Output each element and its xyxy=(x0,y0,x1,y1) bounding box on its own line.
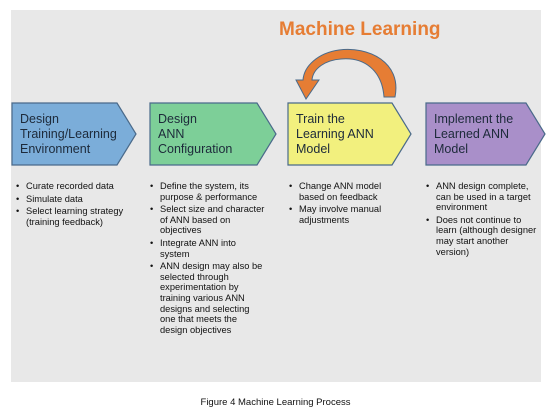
step-1-label: Design Training/Learning Environment xyxy=(20,112,117,156)
step-shape-1 xyxy=(11,102,137,166)
step-3-label: Train the Learning ANN Model xyxy=(296,112,374,156)
bullet-item: Integrate ANN into system xyxy=(148,238,266,259)
figure-caption: Figure 4 Machine Learning Process xyxy=(200,397,351,408)
loop-arrow-shape xyxy=(295,48,397,100)
step-shape-2 xyxy=(149,102,277,166)
step-2-label: Design ANN Configuration xyxy=(158,112,233,156)
bullet-item: Select size and character of ANN based o… xyxy=(148,204,266,236)
step-shape-4 xyxy=(425,102,546,166)
bullet-item: ANN design complete, can be used in a ta… xyxy=(424,181,542,213)
step-2-bullets: Define the system, its purpose & perform… xyxy=(148,181,266,337)
bullet-item: Simulate data xyxy=(14,194,126,205)
bullet-item: May involve manual adjustments xyxy=(287,204,405,225)
bullet-item: Change ANN model based on feedback xyxy=(287,181,405,202)
bullet-item: Define the system, its purpose & perform… xyxy=(148,181,266,202)
step-1-bullets: Curate recorded data Simulate data Selec… xyxy=(14,181,126,229)
bullet-item: Select learning strategy (training feedb… xyxy=(14,206,126,227)
bullet-item: Does not continue to learn (although des… xyxy=(424,215,542,257)
bullet-item: ANN design may also be selected through … xyxy=(148,261,266,335)
feedback-loop-arrow xyxy=(295,48,397,100)
diagram-title: Machine Learning xyxy=(279,19,441,40)
step-4-bullets: ANN design complete, can be used in a ta… xyxy=(424,181,542,259)
bullet-item: Curate recorded data xyxy=(14,181,126,192)
step-3-bullets: Change ANN model based on feedback May i… xyxy=(287,181,405,227)
step-shape-3 xyxy=(287,102,412,166)
step-4-label: Implement the Learned ANN Model xyxy=(434,112,514,156)
